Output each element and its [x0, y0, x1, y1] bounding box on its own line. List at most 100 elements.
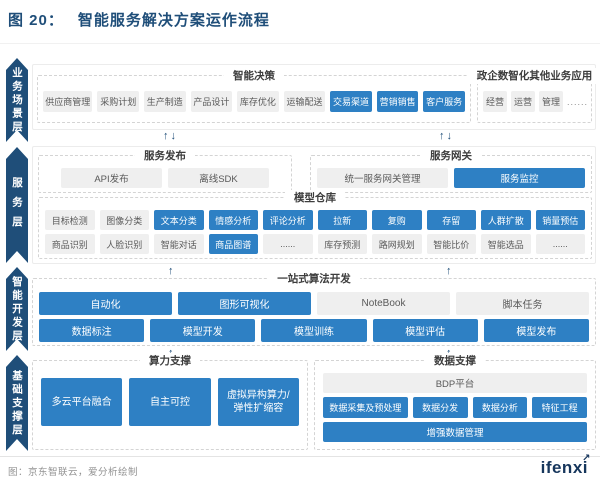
item-chip: 图形可视化 — [178, 292, 311, 315]
data-items: 数据采集及预处理 数据分发 数据分析 特征工程 — [323, 397, 587, 418]
item-chip: 模型评估 — [372, 319, 478, 342]
item-chip: 服务监控 — [454, 168, 585, 188]
figure-title: 智能服务解决方案运作流程 — [77, 12, 270, 29]
item-chip: 目标检测 — [45, 210, 95, 230]
item-chip: 数据分发 — [412, 397, 468, 418]
item-chip: 增强数据管理 — [323, 422, 587, 442]
figure-number: 图 20： — [8, 12, 64, 29]
item-chip-line2: 弹性扩缩容 — [233, 403, 284, 414]
section-service-publish: 服务发布 API发布 离线SDK — [38, 148, 292, 193]
decision-items: 供应商管理 采购计划 生产制造 产品设计 库存优化 运输配送 交易渠道 营销销售… — [43, 91, 465, 112]
item-chip: 情感分析 — [208, 210, 258, 230]
publish-items: API发布 离线SDK — [61, 168, 269, 188]
up-arrow-icon: ↑ — [446, 265, 452, 277]
section-label: 智能决策 — [224, 68, 284, 84]
ribbon-dev-layer: 智能开发层 — [6, 267, 28, 351]
ifenxi-logo-text: ifenxi — [540, 458, 588, 477]
item-chip: 自动化 — [39, 292, 172, 315]
section-data-support: 数据支撑 BDP平台 数据采集及预处理 数据分发 数据分析 特征工程 增强数据管… — [314, 353, 596, 450]
up-arrow-icon: ↑ — [439, 130, 445, 142]
gateway-items: 统一服务网关管理 服务监控 — [317, 168, 585, 188]
section-label: 服务发布 — [135, 148, 195, 164]
item-chip: 图像分类 — [99, 210, 149, 230]
ribbon-label: 智能开发层 — [11, 276, 23, 344]
section-compute-support: 算力支撑 多云平台融合 自主可控 虚拟异构算力/ 弹性扩缩容 — [32, 353, 308, 450]
item-chip: 数据采集及预处理 — [323, 397, 408, 418]
ribbon-infra-layer: 基础支撑层 — [6, 355, 28, 451]
item-chip: API发布 — [61, 168, 162, 188]
footer-divider — [0, 456, 600, 457]
layer-algo-dev: 一站式算法开发 自动化 图形可视化 NoteBook 脚本任务 数据标注 模型开… — [32, 271, 596, 346]
up-arrow-icon: ↑ — [168, 265, 174, 277]
figure-header: 图 20： 智能服务解决方案运作流程 — [8, 9, 270, 30]
model-row-1: 目标检测 图像分类 文本分类 情感分析 评论分析 拉新 复购 存留 人群扩散 销… — [45, 210, 585, 230]
ifenxi-logo: ifenxi ↗ — [540, 453, 591, 478]
item-chip: 特征工程 — [532, 397, 587, 418]
section-label: 模型仓库 — [285, 190, 345, 206]
layer-business: 智能决策 供应商管理 采购计划 生产制造 产品设计 库存优化 运输配送 交易渠道… — [32, 64, 600, 130]
section-label: 一站式算法开发 — [268, 271, 360, 287]
item-chip: 经营 — [483, 91, 507, 112]
item-chip: 人群扩散 — [481, 210, 531, 230]
flow-arrows: ↑↓ — [438, 129, 453, 143]
item-chip: 模型发布 — [483, 319, 589, 342]
section-model-repo: 模型仓库 目标检测 图像分类 文本分类 情感分析 评论分析 拉新 复购 存留 人… — [38, 190, 592, 259]
item-chip: 模型训练 — [261, 319, 367, 342]
item-chip: 智能选品 — [481, 234, 531, 254]
source-credit: 图：京东智联云，爱分析绘制 — [8, 467, 139, 478]
item-chip: 采购计划 — [97, 91, 140, 112]
section-service-gateway: 服务网关 统一服务网关管理 服务监控 — [310, 148, 592, 193]
header-divider — [0, 43, 600, 44]
item-chip: 数据分析 — [472, 397, 528, 418]
item-chip: 供应商管理 — [43, 91, 93, 112]
item-chip: 模型开发 — [150, 319, 256, 342]
model-row-2: 商品识别 人脸识别 智能对话 商品图谱 ...... 库存预测 路网规划 智能比… — [45, 234, 585, 254]
item-chip: 存留 — [426, 210, 476, 230]
down-arrow-icon: ↓ — [170, 130, 177, 142]
item-chip: 路网规划 — [372, 234, 422, 254]
item-chip: 产品设计 — [190, 91, 233, 112]
item-chip: ...... — [263, 234, 313, 254]
ribbon-business-layer: 业务场景层 — [6, 58, 28, 142]
item-chip: 智能对话 — [154, 234, 204, 254]
section-gov-apps: 政企数智化其他业务应用 经营 运营 管理 ...... — [467, 68, 600, 123]
item-chip: 销量预估 — [535, 210, 585, 230]
ribbon-label: 服务层 — [11, 176, 23, 236]
item-chip: 客户服务 — [423, 91, 465, 112]
item-chip: 人脸识别 — [99, 234, 149, 254]
item-chip: 管理 — [539, 91, 563, 112]
item-chip: ...... — [535, 234, 585, 254]
item-chip: 运营 — [511, 91, 535, 112]
algo-row-2: 数据标注 模型开发 模型训练 模型评估 模型发布 — [39, 319, 589, 342]
section-label: 服务网关 — [421, 148, 481, 164]
item-chip: 离线SDK — [168, 168, 269, 188]
item-chip: 复购 — [372, 210, 422, 230]
item-chip: 脚本任务 — [456, 292, 589, 315]
item-chip: 营销销售 — [376, 91, 419, 112]
item-chip-line1: 虚拟异构算力/ — [226, 390, 290, 401]
item-chip: 智能比价 — [426, 234, 476, 254]
item-chip: 商品图谱 — [208, 234, 258, 254]
item-chip: BDP平台 — [323, 373, 587, 393]
down-arrow-icon: ↓ — [446, 130, 453, 142]
item-chip: 商品识别 — [45, 234, 95, 254]
item-chip: 拉新 — [317, 210, 367, 230]
algo-row-1: 自动化 图形可视化 NoteBook 脚本任务 — [39, 292, 589, 315]
item-chip: 运输配送 — [283, 91, 326, 112]
flow-arrows: ↑↓ — [162, 129, 177, 143]
section-label: 政企数智化其他业务应用 — [467, 68, 600, 84]
layer-service: 服务发布 API发布 离线SDK 服务网关 统一服务网关管理 服务监控 模型仓库… — [32, 146, 596, 264]
item-chip: 统一服务网关管理 — [317, 168, 448, 188]
item-chip: 自主可控 — [129, 378, 211, 426]
ellipsis-text: ...... — [567, 96, 589, 107]
compute-items: 多云平台融合 自主可控 虚拟异构算力/ 弹性扩缩容 — [41, 378, 299, 426]
item-chip: NoteBook — [317, 292, 450, 315]
section-label: 算力支撑 — [140, 353, 200, 369]
item-chip: 库存预测 — [317, 234, 367, 254]
logo-arrow-icon: ↗ — [582, 453, 591, 464]
item-chip: 数据标注 — [39, 319, 145, 342]
up-arrow-icon: ↑ — [163, 130, 169, 142]
ribbon-label: 业务场景层 — [11, 67, 23, 135]
section-label: 数据支撑 — [425, 353, 485, 369]
